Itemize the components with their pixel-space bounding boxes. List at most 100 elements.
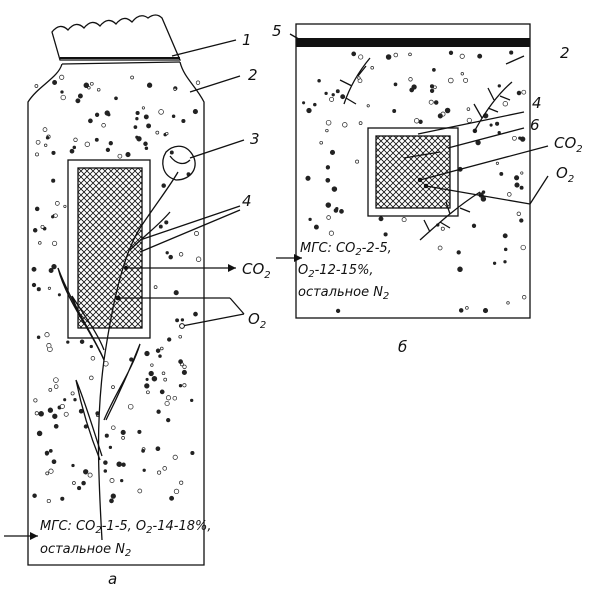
gas-bubble <box>342 122 348 128</box>
gas-bubble <box>429 88 435 93</box>
gas-bubble <box>465 306 469 310</box>
gas-bubble <box>432 68 436 72</box>
gas-bubble <box>57 293 61 297</box>
gas-bubble <box>48 268 54 273</box>
gas-bubble <box>73 398 77 402</box>
gas-bubble <box>125 152 131 158</box>
seal-film-b <box>296 38 530 47</box>
gas-bubble <box>516 211 521 216</box>
gas-bubble <box>492 261 497 265</box>
gas-bubble <box>519 218 524 223</box>
gas-bubble <box>108 141 113 146</box>
gas-bubble <box>522 295 527 300</box>
gas-bubble <box>60 94 66 101</box>
gas-bubble <box>38 241 42 245</box>
gas-bubble <box>514 175 520 181</box>
gas-bubble <box>160 346 164 351</box>
gas-bubble <box>172 454 178 460</box>
sprig-icon <box>473 81 513 133</box>
gas-bubble <box>47 407 54 413</box>
gas-bubble <box>182 383 187 388</box>
gas-bubble <box>355 159 360 164</box>
gas-bubble <box>306 107 312 114</box>
gas-bubble <box>162 466 167 471</box>
gas-bubble <box>325 119 332 126</box>
gas-bubble <box>158 224 163 229</box>
gas-bubble <box>463 77 469 83</box>
gas-bubble <box>141 449 145 453</box>
leader-4a-1 <box>139 205 241 241</box>
gas-bubble <box>325 177 331 183</box>
gas-bubble <box>158 354 162 358</box>
gas-bubble <box>165 395 172 401</box>
gas-bubble <box>105 147 111 153</box>
gas-bubble <box>155 446 161 452</box>
label-4-left: 4 <box>242 192 252 210</box>
leader-5 <box>289 33 305 43</box>
gas-bubbles-a <box>31 74 202 504</box>
gas-bubble <box>195 256 202 262</box>
gas-bubble <box>146 390 150 395</box>
gas-bubble <box>83 469 89 475</box>
gas-bubble <box>456 250 461 255</box>
gas-bubble <box>166 417 171 423</box>
gas-bubble <box>466 117 472 123</box>
label-2-right: 2 <box>560 44 570 62</box>
gas-bubble <box>148 370 154 377</box>
gas-bubble <box>521 89 527 95</box>
leader-3 <box>189 139 245 159</box>
caption-b-line3: остальное N2 <box>298 285 389 302</box>
gas-bubble <box>72 481 76 485</box>
gas-bubble <box>35 152 39 157</box>
gas-bubble <box>156 409 161 414</box>
gas-bubble <box>178 252 184 257</box>
gas-bubble <box>144 350 150 357</box>
gas-bubble <box>165 131 169 136</box>
gas-bubble <box>178 334 182 339</box>
gas-bubble <box>94 137 99 142</box>
gas-bubble <box>168 254 173 260</box>
gas-bubble <box>46 343 52 349</box>
leaf-icon <box>129 211 171 251</box>
gas-bubble <box>31 282 37 288</box>
gas-bubble <box>370 66 374 70</box>
gas-bubble <box>111 425 116 430</box>
gas-bubble <box>171 114 176 119</box>
gas-bubbles-b <box>302 50 527 314</box>
gas-bubble <box>137 429 142 434</box>
gas-bubble <box>104 433 109 438</box>
gas-bubble <box>120 429 126 435</box>
gas-bubble <box>179 480 184 485</box>
gas-bubble <box>32 493 37 498</box>
package-b <box>276 23 549 319</box>
gas-bubble <box>448 77 454 84</box>
leaf-icon <box>75 379 103 461</box>
bag-neck-frill <box>51 14 181 61</box>
gas-bubble <box>357 76 361 80</box>
gas-bubble <box>429 84 435 89</box>
gas-bubble <box>383 232 388 237</box>
gas-bubble <box>339 209 344 214</box>
gas-bubble <box>69 148 75 154</box>
gas-bubble <box>36 287 41 292</box>
gas-bubble <box>51 178 56 183</box>
caption-a-line2: остальное N2 <box>40 542 131 559</box>
gas-bubble <box>83 82 90 89</box>
gas-bubble <box>42 127 48 132</box>
gas-bubble <box>51 263 57 270</box>
gas-bubble <box>144 146 149 151</box>
gas-bubble <box>497 131 501 135</box>
gas-bubble <box>393 52 399 58</box>
o2-pointer-b <box>425 185 531 205</box>
gas-bubble <box>495 161 499 165</box>
gas-bubble <box>497 84 501 88</box>
gas-bubble <box>328 230 334 236</box>
gas-bubble <box>414 118 420 124</box>
gas-bubble <box>173 87 177 91</box>
gas-bubble <box>144 383 150 389</box>
gas-bubble <box>326 215 331 220</box>
gas-bubble <box>51 459 57 465</box>
gas-bubble <box>503 260 507 264</box>
gas-bubble <box>75 98 81 104</box>
stem-icon <box>97 171 179 541</box>
